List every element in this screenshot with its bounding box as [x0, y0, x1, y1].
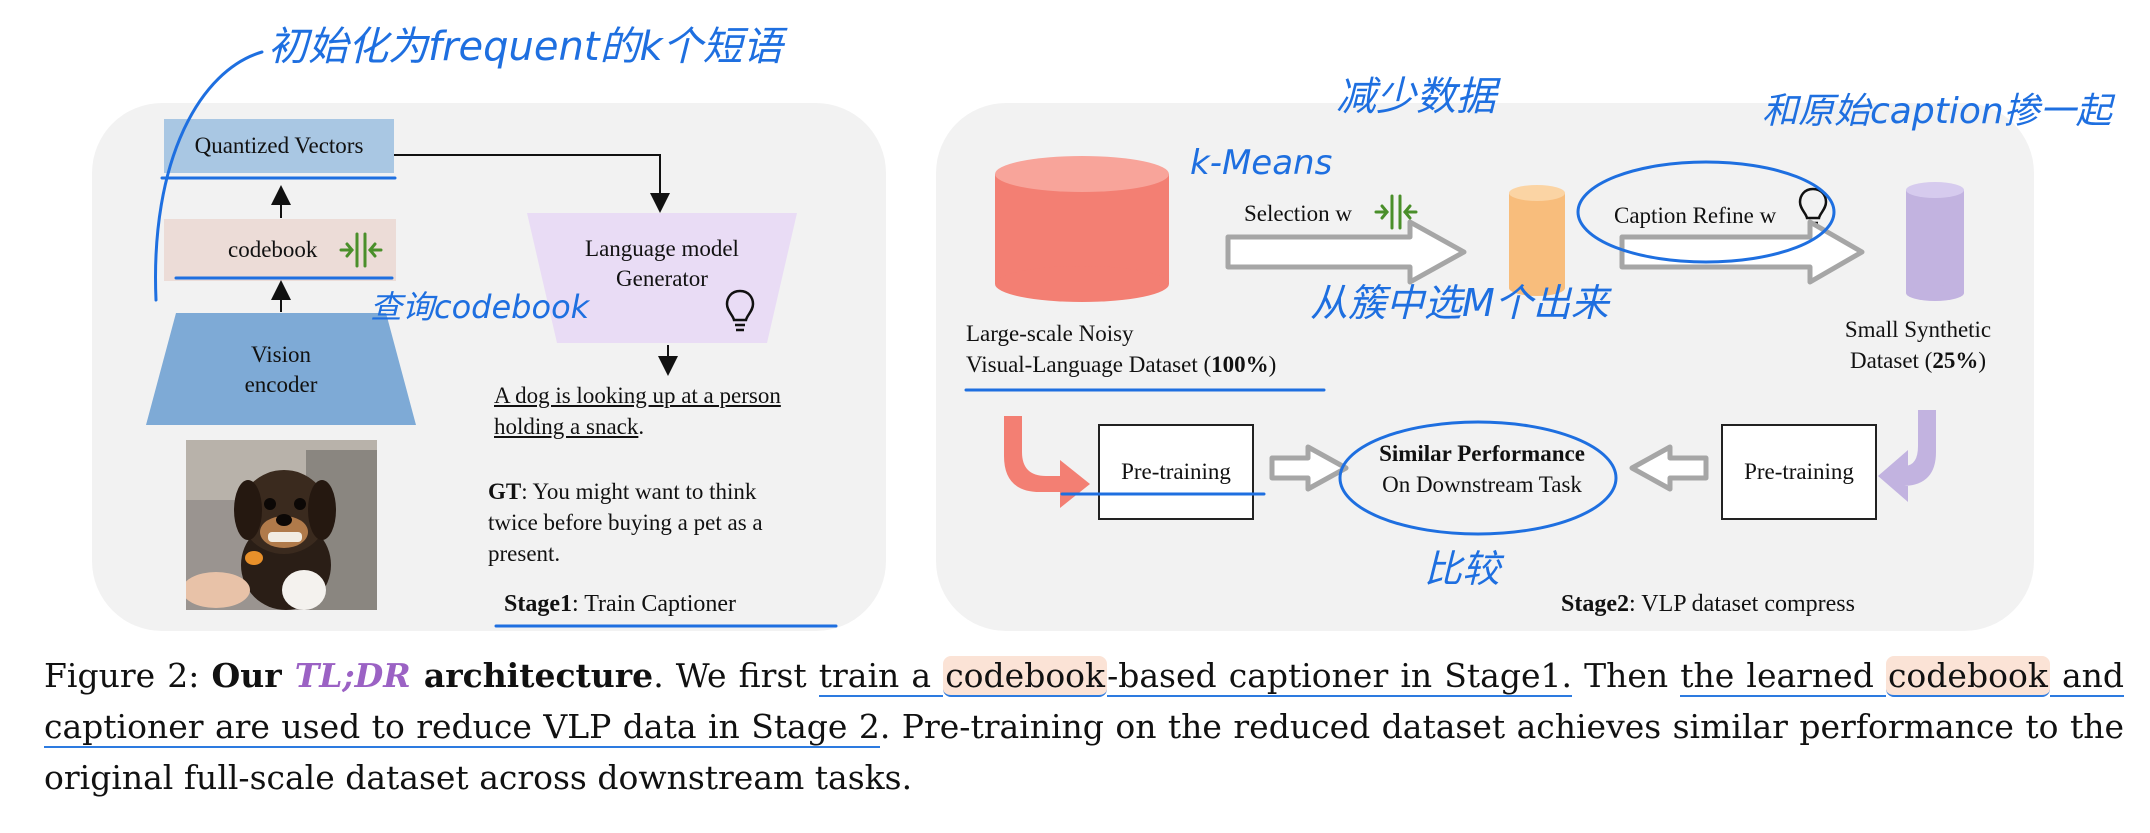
handwritten-reduce-data: 减少数据 [1336, 74, 1496, 120]
selection-label: Selection w [1244, 201, 1352, 226]
annotation-circle-similar [1338, 420, 1618, 536]
arrow-selection [1225, 219, 1467, 285]
caption-tldr: TL;DR [294, 656, 411, 695]
figure-caption: Figure 2: Our TL;DR architecture. We fir… [44, 650, 2124, 803]
lightbulb-icon [725, 289, 755, 332]
large-dataset-line1: Large-scale Noisy [966, 321, 1134, 346]
gt-text-line2: twice before buying a pet as a [488, 510, 763, 536]
caption-train-a: train a [818, 656, 944, 697]
caption-then: Then [1571, 656, 1681, 695]
generated-caption-line1: A dog is looking up at a person [494, 383, 781, 408]
large-dataset-line2: Visual-Language Dataset ( [966, 352, 1212, 378]
small-dataset-pct: 25% [1932, 348, 1979, 374]
vision-encoder-line1: Vision [251, 342, 311, 367]
caption-period1: . We first [653, 656, 819, 695]
codebook-label: codebook [228, 237, 318, 263]
figure-label: Figure 2: [44, 656, 212, 695]
annotation-curve-top [154, 50, 264, 302]
caption-architecture: architecture [410, 656, 654, 695]
large-dataset-label: Large-scale Noisy Visual-Language Datase… [966, 318, 1276, 380]
stage1-label-bold: Stage1 [504, 591, 572, 617]
small-dataset-label: Small Synthetic Dataset (25%) [1818, 314, 2018, 376]
gt-text-line3: present. [488, 541, 561, 567]
generated-caption-line2: holding a snack [494, 414, 639, 440]
similar-line2: On Downstream Task [1382, 472, 1582, 498]
compress-arrows-icon [1374, 194, 1418, 230]
red-bent-arrow [1004, 416, 1090, 508]
generated-caption: A dog is looking up at a person holding … [494, 380, 781, 442]
quantized-vectors-label: Quantized Vectors [194, 133, 364, 159]
caption-captioner-used: captioner are used to reduce VLP data in… [44, 707, 880, 748]
arrow-left-to-center [1269, 444, 1349, 492]
dog-photo [186, 440, 377, 610]
handwritten-kmeans: k-Means [1190, 143, 1333, 183]
small-dataset-line2: Dataset ( [1849, 348, 1933, 374]
caption-codebook1: codebook [943, 656, 1108, 697]
pretraining-right-label: Pre-training [1744, 459, 1854, 485]
medium-dataset-cylinder [1509, 185, 1565, 296]
handwritten-mix-caption: 和原始caption掺一起 [1762, 91, 2112, 132]
caption-refine-label: Caption Refine w [1614, 203, 1777, 228]
lm-line1: Language model [585, 236, 739, 261]
gt-label: GT [488, 479, 522, 504]
stage1-label: Stage1: Train Captioner [504, 588, 736, 620]
generated-caption-end: . [638, 414, 645, 440]
codebook-box: codebook [164, 219, 396, 281]
vision-encoder-line2: encoder [244, 372, 318, 397]
handwritten-compare: 比较 [1424, 547, 1501, 591]
vision-encoder: Vision encoder [146, 313, 416, 425]
pretraining-box-left: Pre-training [1098, 424, 1254, 520]
handwritten-top-note: 初始化为frequent的k个短语 [268, 24, 783, 70]
small-dataset-close: ) [1978, 348, 1987, 374]
caption-our: Our [211, 656, 295, 695]
stage2-label-rest: : VLP dataset compress [1629, 591, 1855, 617]
pretraining-left-label: Pre-training [1121, 459, 1231, 485]
similar-performance: Similar Performance On Downstream Task [1346, 438, 1618, 500]
handwritten-select-m: 从簇中选M个出来 [1310, 281, 1609, 325]
gt-text-line1: : You might want to think [521, 479, 757, 504]
quantized-vectors-box: Quantized Vectors [164, 119, 394, 173]
stage2-label: Stage2: VLP dataset compress [1561, 588, 1855, 620]
pretraining-box-right: Pre-training [1721, 424, 1877, 520]
similar-line1: Similar Performance [1379, 441, 1585, 466]
small-dataset-cylinder [1906, 182, 1964, 301]
caption-codebook2: codebook [1885, 656, 2050, 697]
large-dataset-close: ) [1268, 352, 1277, 378]
purple-bent-arrow [1878, 410, 1936, 502]
caption-based-captioner: -based captioner in Stage1. [1107, 656, 1572, 697]
caption-the-learned: the learned [1680, 656, 1886, 697]
handwritten-query-codebook: 查询codebook [370, 288, 590, 326]
ground-truth: GT: You might want to think twice before… [488, 476, 828, 569]
language-model-generator: Language model Generator [527, 213, 797, 343]
caption-and: and [2049, 656, 2124, 697]
large-dataset-pct: 100% [1211, 352, 1269, 378]
stage1-label-rest: : Train Captioner [572, 591, 737, 617]
arrow-quantized-to-lm [394, 154, 670, 213]
small-dataset-line1: Small Synthetic [1844, 317, 1992, 342]
caption-rest: . Pre-training on the reduced dataset ac… [44, 707, 2124, 797]
compress-arrows-icon [339, 232, 383, 268]
arrow-refine [1619, 219, 1865, 285]
lm-line2: Generator [616, 266, 708, 291]
stage2-label-bold: Stage2 [1561, 591, 1629, 617]
annotation-circle-refine [1576, 160, 1836, 264]
arrow-right-to-center [1629, 444, 1709, 492]
large-dataset-cylinder [995, 156, 1169, 302]
